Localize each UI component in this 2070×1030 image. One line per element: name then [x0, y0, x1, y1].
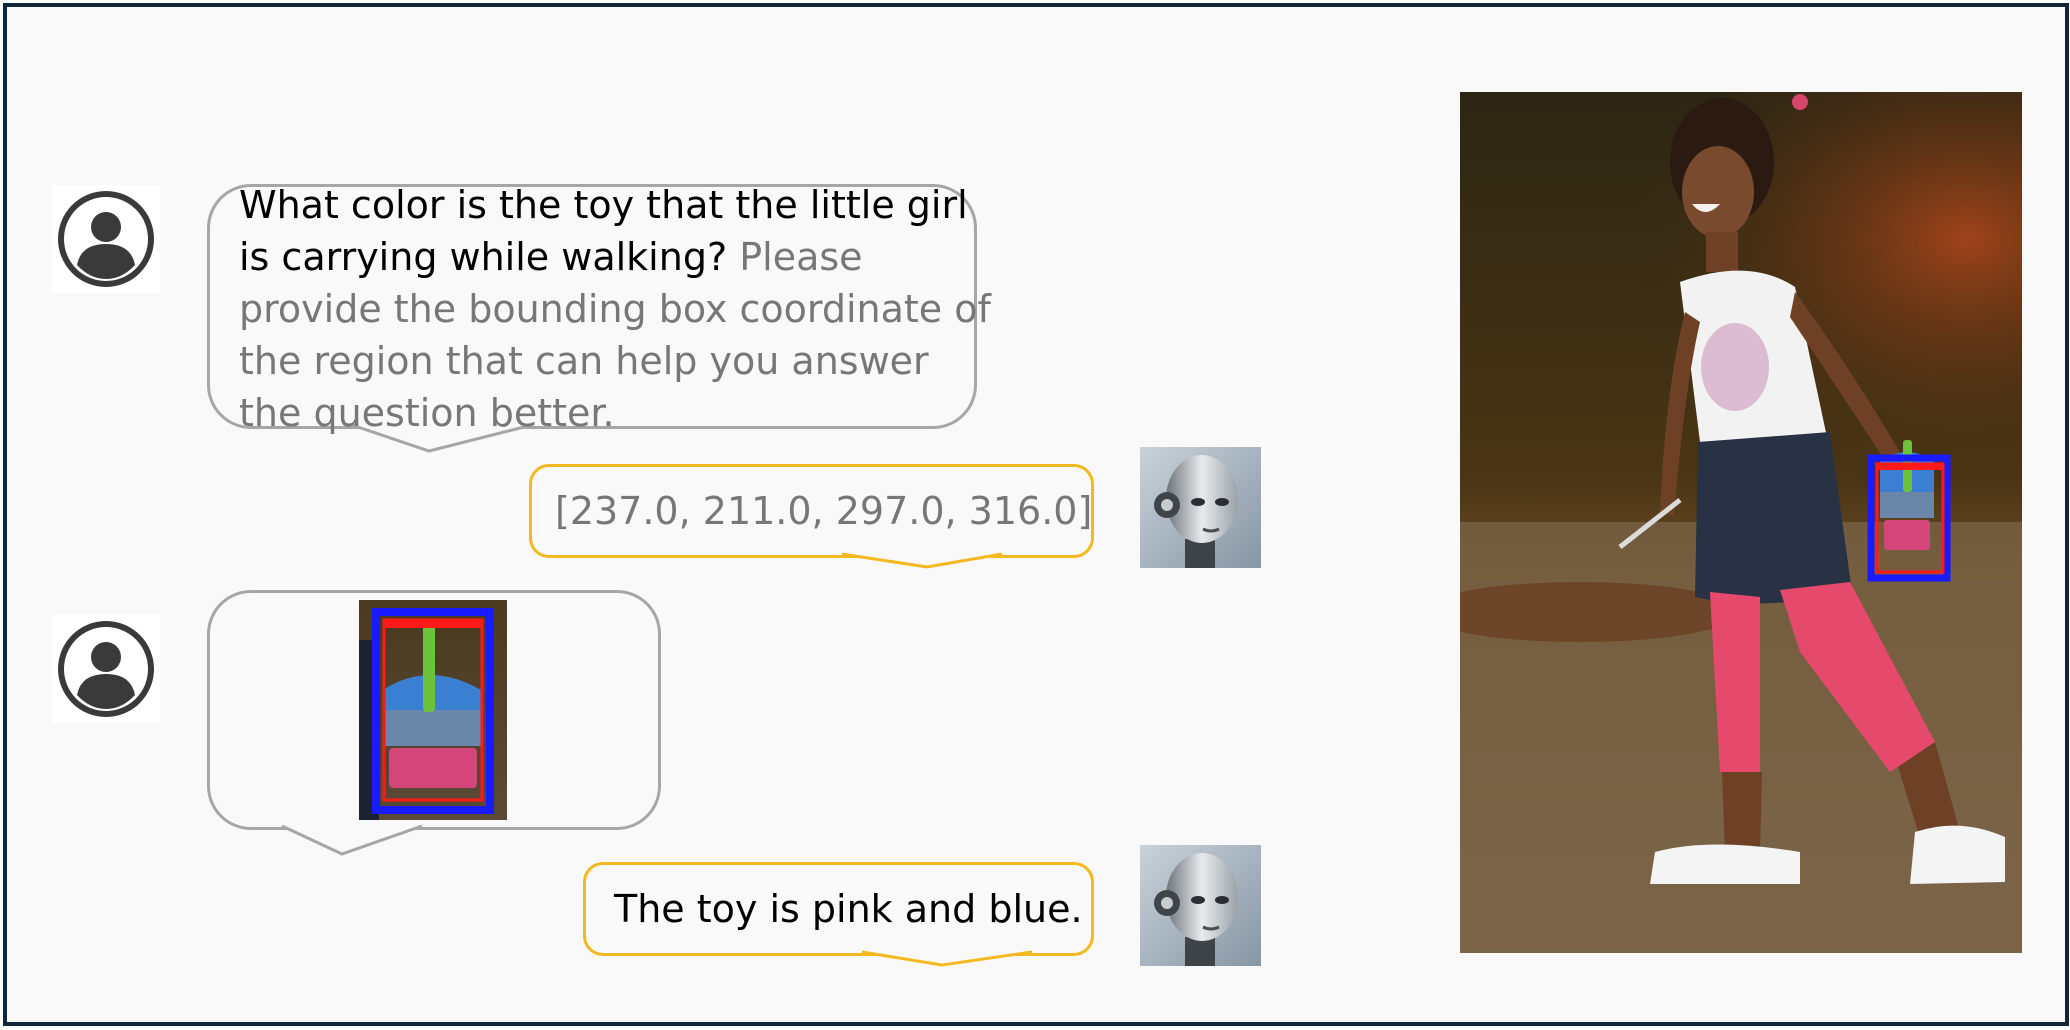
question-bubble-tail: [351, 423, 533, 453]
bbox-answer-bubble: [529, 464, 1094, 558]
bbox-answer-text: [237.0, 211.0, 297.0, 316.0]: [555, 489, 1093, 533]
figure-frame: What color is the toy that the little gi…: [3, 3, 2069, 1026]
bbox-answer-bubble-tail: [841, 552, 1003, 569]
final-answer-bubble-tail: [861, 950, 1033, 967]
question-main-text: What color is the toy that the little gi…: [239, 183, 968, 279]
user-avatar-icon: [52, 615, 160, 723]
final-answer-text: The toy is pink and blue.: [614, 887, 1083, 931]
final-answer-bubble: [583, 862, 1094, 956]
question-instruction-text: Please provide the bounding box coordina…: [239, 235, 991, 435]
cropped-toy-image: [359, 600, 507, 820]
robot-head-icon: [1140, 447, 1261, 568]
girl-photo: [1460, 92, 2022, 953]
question-text: What color is the toy that the little gi…: [239, 179, 999, 439]
question-bubble: [207, 184, 977, 429]
robot-head-icon: [1140, 845, 1261, 966]
cropped-region-bubble-tail: [281, 824, 423, 856]
user-avatar-icon: [52, 185, 160, 293]
